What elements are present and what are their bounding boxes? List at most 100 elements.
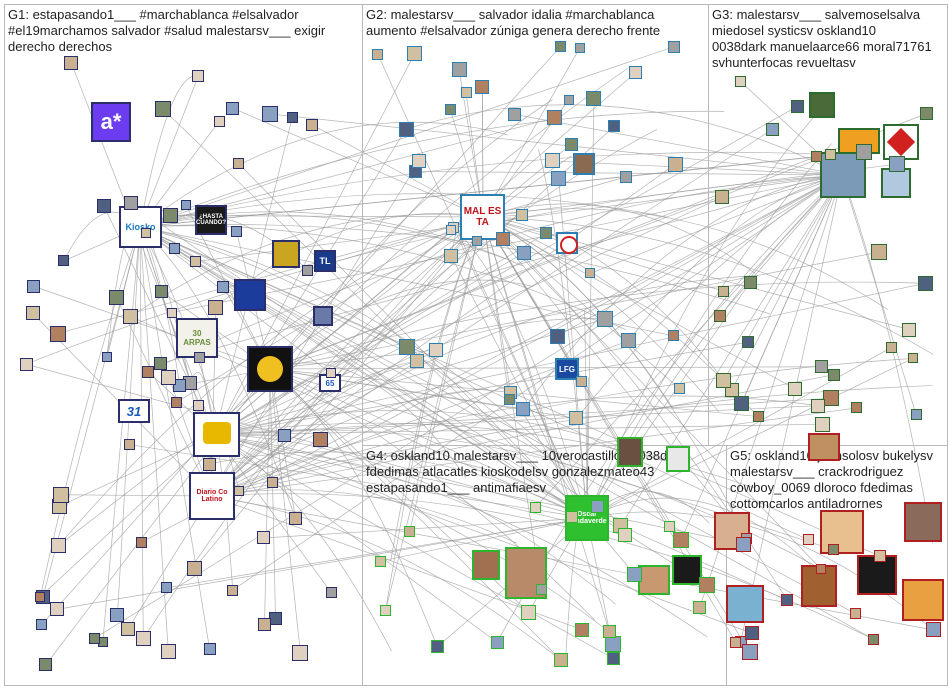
- user-node[interactable]: [202, 457, 216, 471]
- user-node[interactable]: [292, 644, 309, 661]
- user-node[interactable]: [173, 379, 187, 393]
- user-node[interactable]: [302, 264, 314, 276]
- user-node[interactable]: [444, 248, 459, 263]
- user-node[interactable]: [471, 235, 482, 246]
- user-node[interactable]: [121, 621, 136, 636]
- hub-node-malestar[interactable]: MAL ES TA: [460, 194, 505, 240]
- user-node[interactable]: [586, 91, 602, 107]
- user-node[interactable]: [231, 226, 243, 238]
- user-node[interactable]: [741, 644, 758, 661]
- user-node[interactable]: [312, 432, 328, 448]
- user-node[interactable]: [530, 501, 541, 513]
- hub-node-beach[interactable]: [726, 585, 764, 623]
- user-node[interactable]: [154, 100, 171, 117]
- user-node[interactable]: [372, 48, 384, 60]
- user-node[interactable]: [822, 390, 839, 407]
- user-node[interactable]: [286, 112, 298, 124]
- user-node[interactable]: [27, 279, 41, 293]
- user-node[interactable]: [597, 310, 614, 327]
- hub-node-no-sign[interactable]: [556, 232, 578, 254]
- hub-node-curly[interactable]: [801, 565, 837, 607]
- user-node[interactable]: [713, 310, 726, 323]
- hub-node-round-badge[interactable]: [313, 306, 333, 326]
- hub-node-shield[interactable]: [234, 279, 266, 311]
- user-node[interactable]: [168, 243, 180, 255]
- user-node[interactable]: [380, 604, 392, 616]
- user-node[interactable]: [154, 284, 168, 298]
- user-node[interactable]: [742, 336, 755, 349]
- user-node[interactable]: [49, 325, 66, 342]
- user-node[interactable]: [256, 531, 270, 545]
- user-node[interactable]: [217, 280, 230, 293]
- user-node[interactable]: [919, 107, 933, 121]
- user-node[interactable]: [811, 398, 826, 413]
- user-node[interactable]: [36, 619, 48, 631]
- hub-node-chat-bubble[interactable]: [193, 412, 240, 457]
- user-node[interactable]: [802, 534, 814, 546]
- user-node[interactable]: [828, 544, 840, 556]
- user-node[interactable]: [89, 632, 101, 644]
- user-node[interactable]: [123, 309, 139, 325]
- user-node[interactable]: [563, 94, 574, 105]
- user-node[interactable]: [123, 196, 138, 211]
- user-node[interactable]: [811, 151, 823, 163]
- user-node[interactable]: [874, 550, 887, 563]
- user-node[interactable]: [140, 227, 151, 238]
- user-node[interactable]: [194, 351, 206, 363]
- user-node[interactable]: [232, 157, 244, 169]
- user-node[interactable]: [161, 369, 177, 385]
- user-node[interactable]: [171, 396, 183, 408]
- user-node[interactable]: [101, 352, 112, 363]
- user-node[interactable]: [430, 640, 444, 654]
- user-node[interactable]: [781, 594, 794, 607]
- user-node[interactable]: [734, 396, 750, 412]
- user-node[interactable]: [925, 622, 941, 638]
- user-node[interactable]: [535, 584, 547, 596]
- user-node[interactable]: [850, 608, 862, 620]
- user-node[interactable]: [429, 342, 444, 357]
- user-node[interactable]: [123, 438, 135, 450]
- user-node[interactable]: [744, 626, 759, 641]
- hub-node-person-g3[interactable]: [881, 168, 911, 198]
- user-node[interactable]: [668, 330, 680, 342]
- hub-node-a-star[interactable]: a*: [91, 102, 131, 142]
- user-node[interactable]: [444, 103, 456, 115]
- user-node[interactable]: [516, 209, 529, 222]
- user-node[interactable]: [545, 153, 561, 169]
- user-node[interactable]: [325, 368, 336, 379]
- user-node[interactable]: [475, 80, 490, 95]
- hub-node-yellow-poster[interactable]: [272, 240, 300, 268]
- user-node[interactable]: [765, 122, 779, 136]
- hub-node-diario-colatino[interactable]: Diario Co Latino: [189, 472, 235, 520]
- user-node[interactable]: [189, 256, 201, 268]
- user-node[interactable]: [404, 525, 416, 537]
- user-node[interactable]: [603, 625, 617, 639]
- user-node[interactable]: [521, 604, 537, 620]
- user-node[interactable]: [698, 576, 715, 593]
- user-node[interactable]: [871, 244, 888, 261]
- user-node[interactable]: [226, 101, 240, 115]
- user-node[interactable]: [503, 393, 515, 405]
- user-node[interactable]: [718, 285, 730, 297]
- user-node[interactable]: [827, 368, 840, 381]
- user-node[interactable]: [136, 536, 148, 548]
- user-node[interactable]: [673, 383, 685, 395]
- user-node[interactable]: [53, 486, 70, 503]
- user-node[interactable]: [608, 120, 621, 133]
- user-node[interactable]: [266, 477, 278, 489]
- user-node[interactable]: [886, 341, 898, 353]
- user-node[interactable]: [553, 653, 568, 668]
- user-node[interactable]: [58, 255, 70, 267]
- user-node[interactable]: [628, 66, 642, 80]
- hub-node-arpas[interactable]: 30 ARPAS: [176, 318, 218, 358]
- user-node[interactable]: [815, 563, 826, 574]
- user-node[interactable]: [491, 636, 505, 650]
- hub-node-emblem[interactable]: [672, 555, 702, 585]
- user-node[interactable]: [889, 156, 906, 173]
- user-node[interactable]: [25, 306, 40, 321]
- user-node[interactable]: [693, 601, 707, 615]
- user-node[interactable]: [787, 381, 802, 396]
- user-node[interactable]: [208, 299, 224, 315]
- user-node[interactable]: [64, 55, 79, 70]
- user-node[interactable]: [96, 199, 111, 214]
